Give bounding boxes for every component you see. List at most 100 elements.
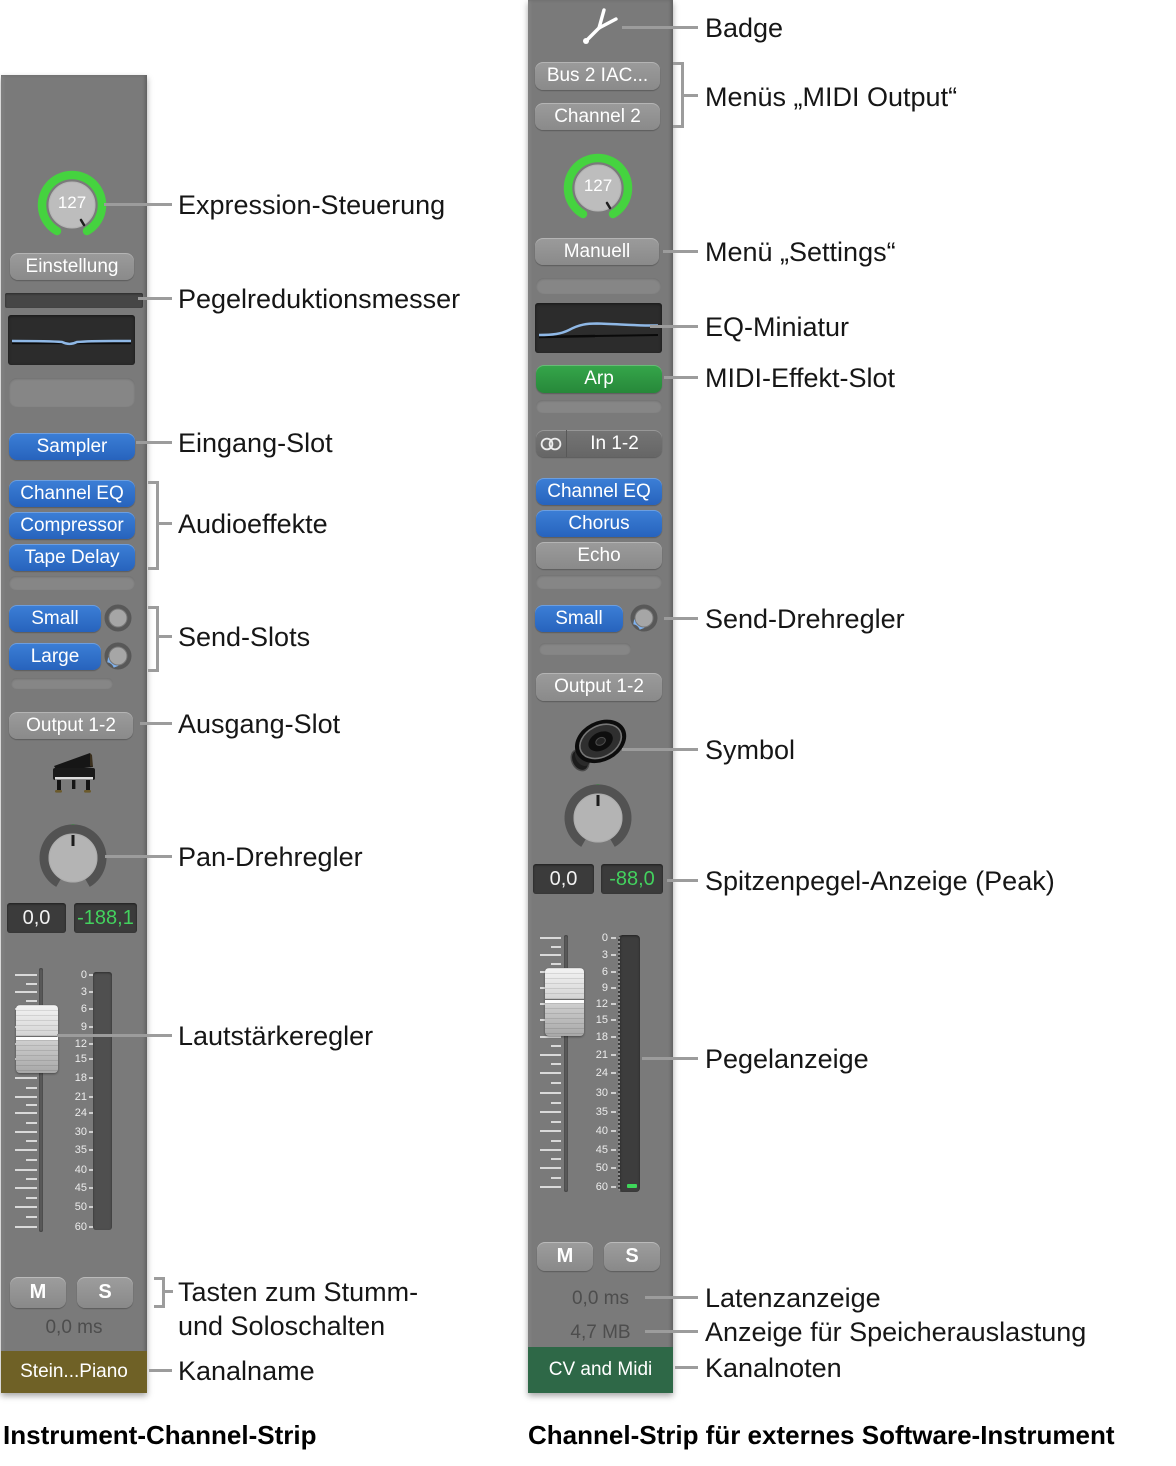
annotation-line <box>138 297 172 300</box>
midi-output-port-menu[interactable]: Bus 2 IAC... <box>535 62 660 90</box>
send-knob[interactable] <box>102 602 134 634</box>
annotation-peak-display: Spitzenpegel-Anzeige (Peak) <box>705 866 1055 896</box>
fader-tick <box>15 1096 37 1098</box>
audio-effect-slot-bypassed[interactable]: Echo <box>536 542 662 569</box>
annotation-line <box>149 1369 172 1372</box>
fader-tick <box>15 991 37 993</box>
send-knob[interactable] <box>628 602 660 634</box>
scale-dash <box>89 1187 94 1189</box>
annotation-output-slot: Ausgang-Slot <box>178 709 341 739</box>
annotation-midi-effect: MIDI-Effekt-Slot <box>705 363 896 393</box>
output-slot[interactable]: Output 1-2 <box>9 712 133 739</box>
volume-fader-handle[interactable] <box>545 968 584 1036</box>
pan-knob[interactable] <box>37 822 109 894</box>
send-slot[interactable]: Large <box>9 643 101 670</box>
channel-name-label: Stein...Piano <box>20 1361 128 1382</box>
pan-knob[interactable] <box>562 782 634 854</box>
annotation-line <box>105 855 172 858</box>
pan-value-display[interactable]: 0,0 <box>7 903 66 933</box>
empty-slot[interactable] <box>536 575 662 589</box>
scale-label: 35 <box>595 1106 608 1118</box>
peak-value-display[interactable]: -188,1 <box>74 903 137 933</box>
fader-tick-minor <box>26 983 37 985</box>
scale-label: 60 <box>74 1221 87 1233</box>
expression-knob[interactable]: 127 <box>558 148 638 228</box>
annotation-line <box>57 1034 172 1037</box>
fader-track[interactable] <box>39 968 43 1232</box>
annotation-bracket <box>156 606 159 672</box>
channel-notes[interactable]: CV and Midi <box>528 1347 673 1393</box>
send-knob[interactable] <box>102 640 134 672</box>
midi-output-channel-label: Channel 2 <box>554 105 641 127</box>
settings-button-label: Einstellung <box>25 255 119 277</box>
solo-button[interactable]: S <box>77 1277 133 1308</box>
output-slot[interactable]: Output 1-2 <box>536 673 662 701</box>
scale-label: 45 <box>595 1144 608 1156</box>
input-format-button[interactable]: In 1-2 <box>536 430 662 457</box>
send-slot[interactable]: Small <box>9 605 101 632</box>
solo-label: S <box>98 1281 112 1303</box>
peak-value-display[interactable]: -88,0 <box>601 864 663 894</box>
empty-send-slot[interactable] <box>11 678 113 689</box>
fader-tick <box>540 937 561 939</box>
send-slot-label: Large <box>30 645 80 667</box>
scale-label: 6 <box>601 966 608 978</box>
channel-name[interactable]: Stein...Piano <box>1 1351 147 1393</box>
annotation-input-slot: Eingang-Slot <box>178 428 333 458</box>
send-slot[interactable]: Small <box>535 605 623 632</box>
annotation-bracket <box>148 669 156 672</box>
annotation-mute-solo: Tasten zum Stumm- und Soloschalten <box>178 1275 418 1343</box>
eq-thumbnail[interactable] <box>535 303 662 353</box>
audio-effect-slot[interactable]: Tape Delay <box>9 544 135 571</box>
annotation-bracket <box>684 94 698 97</box>
scale-label: 30 <box>595 1087 608 1099</box>
mute-button[interactable]: M <box>537 1242 593 1271</box>
audio-effect-slot[interactable]: Chorus <box>536 510 662 537</box>
annotation-bracket <box>681 62 684 128</box>
fader-tick-minor <box>551 1045 561 1047</box>
fader-track[interactable] <box>564 935 568 1192</box>
solo-button[interactable]: S <box>604 1242 660 1271</box>
empty-send-slot[interactable] <box>539 643 631 655</box>
input-slot[interactable]: Sampler <box>9 433 135 460</box>
scale-label: 12 <box>595 998 608 1010</box>
scale-dash <box>611 987 616 989</box>
audio-effect-slot[interactable]: Channel EQ <box>9 480 135 507</box>
audio-effect-label: Channel EQ <box>547 480 651 502</box>
volume-fader-handle[interactable] <box>16 1005 58 1073</box>
fader-tick <box>15 1131 37 1133</box>
audio-effect-slot[interactable]: Channel EQ <box>536 478 662 505</box>
settings-button[interactable]: Einstellung <box>10 253 134 280</box>
scale-dash <box>89 1149 94 1151</box>
annotation-latency: Latenzanzeige <box>705 1283 881 1313</box>
scale-dash <box>89 974 94 976</box>
scale-dash <box>89 1026 94 1028</box>
empty-slot[interactable] <box>536 400 662 413</box>
scale-label: 45 <box>74 1182 87 1194</box>
audio-effect-label: Tape Delay <box>24 546 120 568</box>
fader-tick-minor <box>26 1178 37 1180</box>
audio-effect-slot[interactable]: Compressor <box>9 512 135 539</box>
audio-effect-label: Chorus <box>568 512 630 534</box>
empty-slot[interactable] <box>9 576 135 590</box>
expression-knob[interactable]: 127 <box>32 165 112 245</box>
annotation-line <box>645 1296 698 1299</box>
pan-value-display[interactable]: 0,0 <box>533 864 594 894</box>
annotation-expression: Expression-Steuerung <box>178 190 446 220</box>
empty-slot[interactable] <box>9 378 135 407</box>
output-slot-label: Output 1-2 <box>554 676 644 697</box>
scale-label: 50 <box>595 1162 608 1174</box>
mute-button[interactable]: M <box>10 1277 66 1308</box>
scale-label: 60 <box>595 1181 608 1193</box>
midi-effect-slot[interactable]: Arp <box>536 365 662 393</box>
fader-tick-minor <box>551 963 561 965</box>
eq-thumbnail[interactable] <box>8 315 135 365</box>
stereo-circles-icon[interactable] <box>536 430 567 457</box>
scale-dash <box>89 1112 94 1114</box>
annotation-badge: Badge <box>705 13 784 43</box>
settings-menu[interactable]: Manuell <box>535 238 659 265</box>
gain-reduction-meter <box>5 293 143 308</box>
scale-dash <box>611 1054 616 1056</box>
midi-output-channel-menu[interactable]: Channel 2 <box>535 103 660 130</box>
